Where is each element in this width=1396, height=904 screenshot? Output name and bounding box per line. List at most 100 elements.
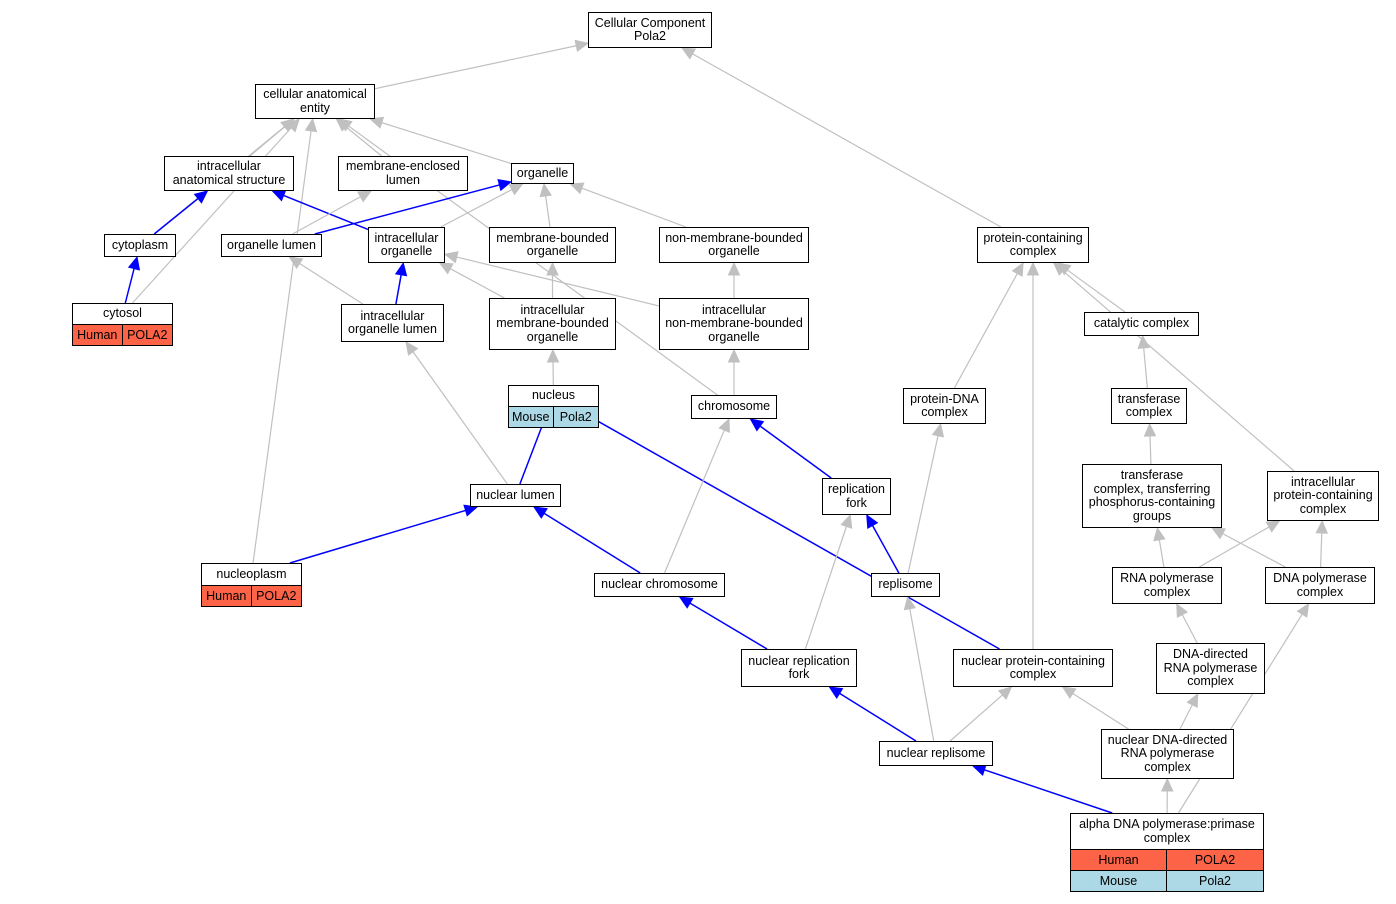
arrowhead	[338, 118, 353, 132]
go-term-organelle[interactable]: organelle	[511, 163, 574, 184]
arrowhead	[1176, 602, 1189, 618]
arrowhead	[1296, 602, 1310, 618]
go-term-tcp[interactable]: transferase complex, transferring phosph…	[1082, 464, 1222, 528]
edge-npcc-to-nucleus	[582, 412, 1000, 650]
edge-rnap-to-tcp	[1158, 539, 1165, 568]
edge-cytosol-to-cell_anat	[132, 127, 292, 304]
go-term-alpha[interactable]: alpha DNA polymerase:primase complex	[1070, 813, 1264, 850]
arrowhead	[1052, 262, 1068, 276]
arrowhead	[532, 506, 548, 519]
arrowhead	[508, 183, 524, 196]
arrowhead	[569, 182, 585, 195]
arrowhead	[1011, 261, 1024, 277]
edge-catalytic-to-pcc	[1067, 269, 1126, 313]
go-term-nrf[interactable]: nuclear replication fork	[741, 649, 857, 687]
arrowhead	[1160, 777, 1174, 792]
edge-organelle-to-cell_anat	[381, 122, 512, 165]
go-term-cytoplasm[interactable]: cytoplasm	[104, 234, 176, 257]
gene-cell: Pola2	[1167, 871, 1263, 891]
edge-intra_org-to-ias	[283, 194, 369, 231]
go-term-nmbo[interactable]: non-membrane-bounded organelle	[659, 227, 809, 263]
go-term-cell-anat[interactable]: cellular anatomical entity	[255, 84, 375, 119]
gene-cell: Pola2	[553, 407, 598, 427]
go-term-pcc[interactable]: protein-containing complex	[977, 227, 1089, 263]
arrowhead	[971, 764, 987, 776]
arrowhead	[394, 261, 408, 277]
go-term-dnap[interactable]: DNA polymerase complex	[1265, 567, 1375, 604]
edge-nmbo-to-organelle	[581, 187, 686, 228]
go-term-nuc-lumen[interactable]: nuclear lumen	[470, 484, 561, 507]
edge-imbo-to-intra_org	[450, 268, 505, 299]
arrowhead	[497, 179, 513, 192]
edge-org_lumen-to-organelle	[314, 184, 500, 235]
go-term-imbo[interactable]: intracellular membrane-bounded organelle	[489, 298, 616, 350]
arrowhead	[931, 422, 945, 438]
edge-dnap-to-ipcc	[1320, 532, 1323, 568]
go-term-ddrnap[interactable]: DNA-directed RNA polymerase complex	[1156, 643, 1265, 694]
go-term-ias[interactable]: intracellular anatomical structure	[164, 156, 294, 191]
arrowhead	[574, 39, 590, 52]
arrowhead	[727, 348, 741, 363]
edge-nreplisome-to-nrf	[839, 692, 917, 742]
arrowhead	[405, 341, 419, 356]
go-term-cc-pola2[interactable]: Cellular Component Pola2	[588, 12, 712, 48]
arrowhead	[727, 261, 741, 276]
arrowhead	[828, 686, 844, 699]
arrowhead	[678, 596, 694, 609]
go-term-iol[interactable]: intracellular organelle lumen	[341, 304, 444, 342]
arrowhead	[539, 182, 552, 198]
go-term-rep-fork[interactable]: replication fork	[822, 478, 891, 515]
go-term-catalytic[interactable]: catalytic complex	[1084, 312, 1199, 336]
edge-transferase-to-catalytic	[1143, 347, 1148, 389]
arrowhead	[1186, 692, 1199, 708]
edge-replisome-to-rep_fork	[871, 525, 900, 574]
edge-nddrnap-to-ddrnap	[1179, 704, 1193, 730]
edge-alpha-to-nreplisome	[984, 769, 1113, 814]
go-term-nreplisome[interactable]: nuclear replisome	[879, 741, 993, 766]
go-term-transferase[interactable]: transferase complex	[1111, 388, 1187, 424]
go-term-rnap[interactable]: RNA polymerase complex	[1112, 567, 1222, 604]
arrowhead	[443, 251, 459, 264]
go-term-nuc-chrom[interactable]: nuclear chromosome	[594, 573, 725, 597]
arrowhead	[1137, 334, 1150, 350]
arrowhead	[1265, 520, 1281, 533]
go-term-mel[interactable]: membrane-enclosed lumen	[338, 156, 468, 191]
arrowhead	[1153, 526, 1166, 542]
go-term-chromosome[interactable]: chromosome	[691, 395, 777, 419]
go-term-nucleoplasm[interactable]: nucleoplasm	[201, 563, 302, 586]
arrowhead	[997, 686, 1013, 700]
arrowhead	[840, 513, 853, 529]
edge-nrf-to-nuc_chrom	[689, 602, 768, 650]
edge-rnap-to-ipcc	[1198, 526, 1270, 568]
arrowhead	[718, 417, 730, 433]
go-term-intra-org[interactable]: intracellular organelle	[368, 227, 445, 263]
edge-cytosol-to-cytoplasm	[124, 268, 135, 304]
arrowhead	[546, 348, 560, 363]
gene-cell: POLA2	[1167, 850, 1263, 870]
edge-dnap-to-tcp	[1222, 533, 1286, 568]
edge-nucleoplasm-to-cell_anat	[252, 130, 312, 564]
go-term-pdna[interactable]: protein-DNA complex	[903, 388, 986, 424]
edge-pdna-to-pcc	[953, 273, 1018, 389]
go-term-inmbo[interactable]: intracellular non-membrane-bounded organ…	[659, 298, 809, 350]
go-term-nddrnap[interactable]: nuclear DNA-directed RNA polymerase comp…	[1101, 729, 1234, 779]
go-term-nucleus[interactable]: nucleus	[508, 385, 599, 407]
edge-nddrnap-to-npcc	[1072, 692, 1129, 730]
arrowhead	[304, 117, 318, 133]
go-term-npcc[interactable]: nuclear protein-containing complex	[953, 649, 1113, 687]
go-term-mbo[interactable]: membrane-bounded organelle	[489, 227, 616, 263]
go-term-replisome[interactable]: replisome	[871, 573, 940, 597]
edge-iol-to-org_lumen	[299, 262, 364, 305]
go-term-org-lumen[interactable]: organelle lumen	[221, 234, 322, 257]
go-term-ipcc[interactable]: intracellular protein-containing complex	[1267, 471, 1379, 521]
arrowhead	[681, 47, 697, 60]
edge-mel-to-cell_anat	[345, 126, 382, 157]
arrowhead	[546, 261, 559, 276]
edge-intra_org-to-organelle	[440, 189, 513, 228]
go-term-cytosol[interactable]: cytosol	[72, 303, 173, 325]
edge-cytoplasm-to-ias	[153, 197, 199, 235]
